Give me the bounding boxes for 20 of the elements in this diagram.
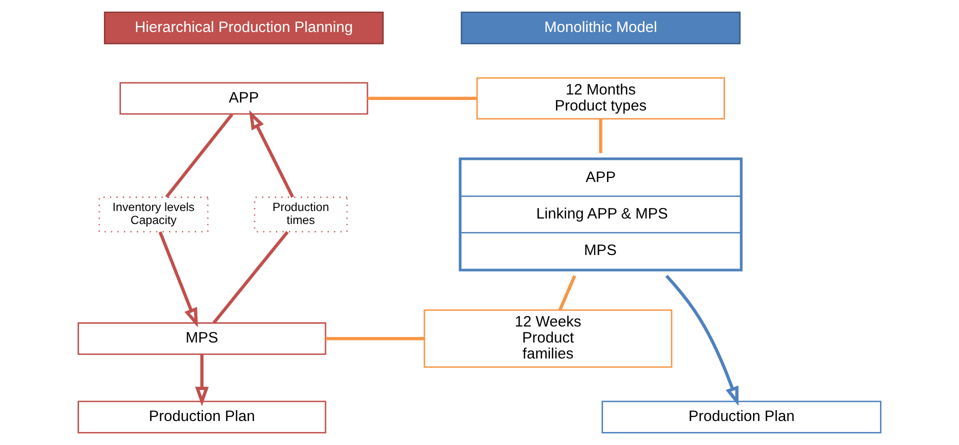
node-box: MPS bbox=[78, 322, 326, 355]
arrow bbox=[249, 110, 294, 198]
arrow bbox=[158, 231, 198, 328]
node-box: 12 Weeks Product families bbox=[424, 309, 672, 368]
node-box: APP bbox=[120, 82, 368, 115]
connector bbox=[558, 275, 576, 311]
node-box: Inventory levels Capacity bbox=[98, 196, 209, 232]
node-box: Production Plan bbox=[78, 400, 326, 434]
node-box: 12 Months Product types bbox=[476, 77, 725, 120]
node-box: Production Plan bbox=[602, 400, 882, 434]
connector bbox=[599, 119, 602, 154]
connector bbox=[165, 113, 234, 198]
arrow bbox=[665, 274, 738, 406]
arrow bbox=[195, 354, 209, 406]
connector bbox=[326, 336, 424, 340]
node-box: Hierarchical Production Planning bbox=[104, 12, 384, 44]
node-box: Monolithic Model bbox=[460, 12, 741, 44]
connector bbox=[368, 96, 477, 100]
connector bbox=[212, 230, 289, 324]
node-box: Production times bbox=[254, 196, 348, 232]
